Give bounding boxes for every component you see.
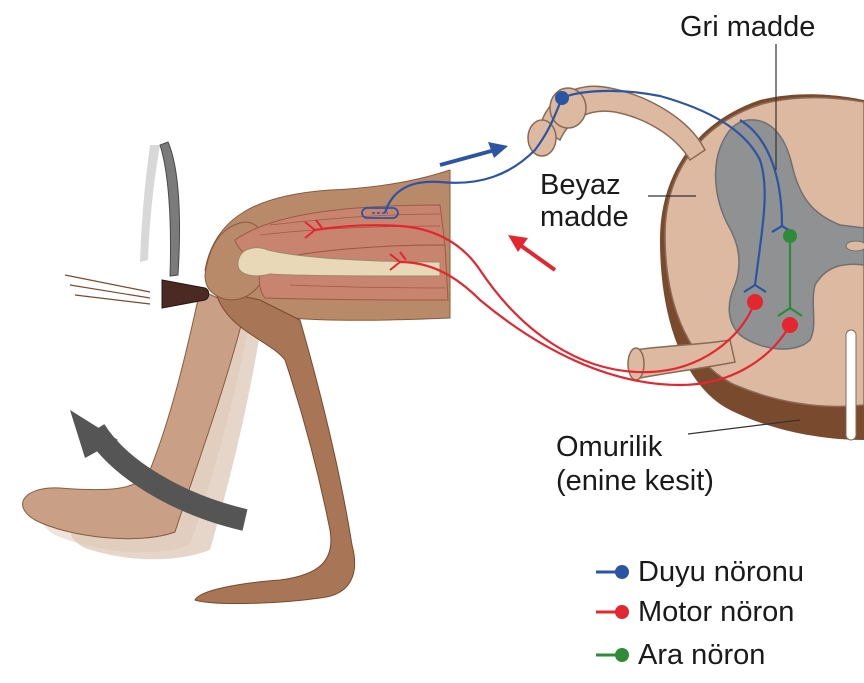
legend-interneuron-label: Ara nöron [638, 639, 766, 671]
reflex-hammer [64, 141, 210, 309]
femur-bone [237, 247, 441, 277]
motor-neuron-1 [314, 224, 757, 374]
ventral-root-end [627, 347, 645, 381]
motor-neuron-2 [399, 260, 791, 387]
motor-cell-body-2 [782, 317, 798, 333]
hammer-ghost [140, 145, 160, 262]
spinal-cord-label-line2: (enine kesit) [556, 465, 714, 497]
sensory-direction-arrow [439, 148, 496, 167]
white-matter-label-line1: Beyaz [540, 169, 621, 201]
legend-motor-label: Motor nöron [638, 596, 795, 628]
sensory-neuron-path [383, 89, 766, 286]
sensory-to-interneuron [739, 119, 784, 227]
legend-swatches [596, 565, 629, 662]
central-canal [845, 240, 864, 252]
hammer-handle [159, 141, 181, 277]
interneuron-cell-body [783, 229, 797, 243]
spinal-cord-label-line1: Omurilik [556, 431, 663, 463]
muscle-cutaway [234, 204, 449, 301]
motor-direction-arrow [518, 243, 557, 272]
ventral-root [634, 339, 736, 379]
white-matter-label-line2: madde [540, 201, 629, 233]
lower-leg-kick [22, 289, 246, 540]
muscle-spindle [361, 207, 399, 219]
spinal-cord-leader [687, 419, 801, 435]
hammer-head [161, 279, 210, 309]
lower-leg [194, 289, 356, 605]
legend-sensory-label: Duyu nöronu [638, 556, 805, 588]
sensory-cell-body [555, 91, 569, 105]
kick-arrow-head [70, 410, 118, 458]
gray-matter-label: Gri madde [680, 11, 816, 43]
motor-cell-body-1 [747, 294, 763, 310]
